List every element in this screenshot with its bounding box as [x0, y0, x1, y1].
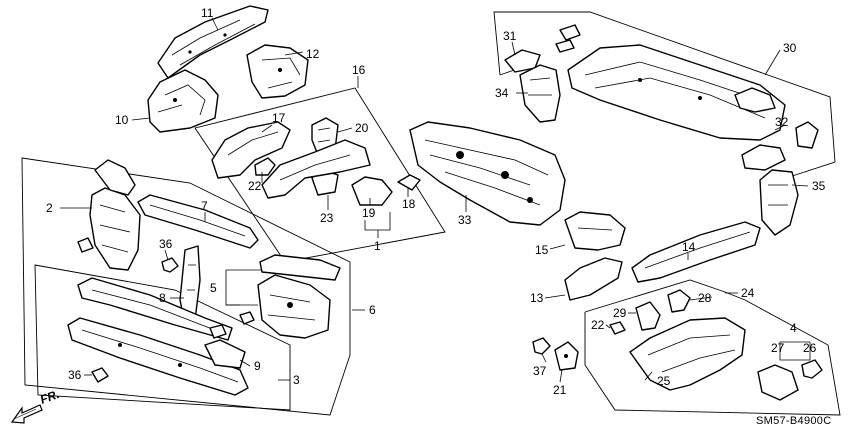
part-2-bolt — [77, 237, 94, 253]
part-5 — [257, 274, 331, 339]
label-11: 11 — [201, 6, 214, 20]
part-12 — [246, 44, 309, 99]
label-24: 24 — [741, 286, 755, 300]
part-3 — [67, 317, 249, 396]
part-31-small — [555, 24, 581, 53]
part-29 — [635, 301, 661, 331]
part-30-bracket — [734, 87, 776, 113]
part-25 — [629, 317, 746, 391]
label-37: 37 — [533, 364, 547, 378]
part-9-clip — [209, 324, 227, 339]
label-28: 28 — [698, 291, 712, 305]
label-7: 7 — [201, 199, 208, 213]
part-27 — [757, 364, 799, 401]
label-27: 27 — [771, 341, 785, 355]
frame-group-16 — [194, 87, 446, 263]
label-29: 29 — [613, 306, 627, 320]
part-7 — [137, 194, 259, 249]
part-5-bar — [259, 254, 341, 281]
part-2 — [89, 187, 141, 271]
part-37 — [532, 337, 551, 355]
callout-labels: 11 12 10 16 17 20 22 23 19 18 1 33 31 34… — [46, 6, 826, 397]
frame-group-30 — [493, 11, 836, 181]
part-2-top — [94, 159, 136, 196]
label-25: 25 — [657, 374, 671, 388]
part-17 — [211, 121, 291, 179]
label-30: 30 — [783, 41, 797, 55]
label-22: 22 — [248, 179, 262, 193]
label-18: 18 — [402, 197, 416, 211]
label-2: 2 — [46, 201, 53, 215]
label-32: 32 — [775, 115, 789, 129]
part-33 — [409, 121, 566, 226]
part-10 — [147, 69, 219, 133]
label-13: 13 — [530, 291, 544, 305]
frame-group-24 — [584, 279, 841, 416]
label-14: 14 — [682, 240, 696, 254]
frame-group-3 — [34, 264, 291, 411]
label-3: 3 — [293, 373, 300, 387]
part-28 — [667, 289, 691, 313]
label-33: 33 — [458, 213, 472, 227]
label-1: 1 — [374, 239, 381, 253]
part-11 — [157, 5, 269, 79]
group-frames — [21, 11, 841, 416]
part-36-lower — [91, 367, 109, 383]
label-17: 17 — [272, 111, 286, 125]
label-22-lower: 22 — [591, 318, 605, 332]
direction-label: FR. — [38, 387, 61, 407]
part-32 — [741, 121, 819, 171]
label-23: 23 — [320, 211, 334, 225]
label-9: 9 — [254, 359, 261, 373]
label-4: 4 — [790, 321, 797, 335]
label-34: 34 — [495, 86, 509, 100]
label-15: 15 — [535, 243, 549, 257]
label-6: 6 — [369, 303, 376, 317]
part-31 — [504, 49, 541, 73]
front-direction-indicator: FR. — [10, 387, 61, 424]
part-21 — [554, 341, 579, 371]
part-16-bracket — [261, 139, 371, 199]
label-36: 36 — [159, 237, 173, 251]
label-16: 16 — [352, 63, 366, 77]
part-14 — [631, 221, 761, 283]
label-21: 21 — [553, 383, 567, 397]
label-10: 10 — [115, 113, 129, 127]
part-22 — [254, 157, 276, 176]
part-3-upper — [77, 277, 233, 341]
label-36-lower: 36 — [68, 368, 82, 382]
part-22-lower — [609, 321, 626, 335]
label-19: 19 — [362, 206, 376, 220]
part-15 — [564, 211, 626, 251]
label-35: 35 — [812, 179, 826, 193]
part-9 — [204, 339, 246, 369]
part-13 — [564, 257, 623, 301]
part-26 — [801, 359, 823, 379]
part-35 — [759, 169, 799, 236]
label-26: 26 — [803, 341, 817, 355]
label-5: 5 — [210, 281, 217, 295]
part-5-bolt — [239, 311, 255, 325]
frame-group-6 — [21, 157, 351, 416]
part-18 — [397, 174, 421, 191]
drawing-code: SM57-B4900C — [756, 415, 831, 427]
label-20: 20 — [355, 121, 369, 135]
part-34 — [519, 64, 561, 123]
leader-lines — [60, 17, 811, 383]
part-19 — [351, 176, 393, 206]
label-31: 31 — [503, 29, 517, 43]
label-8: 8 — [159, 291, 166, 305]
label-12: 12 — [306, 47, 320, 61]
direction-arrow-icon — [10, 404, 43, 424]
part-36 — [161, 257, 179, 273]
part-30 — [567, 44, 786, 141]
